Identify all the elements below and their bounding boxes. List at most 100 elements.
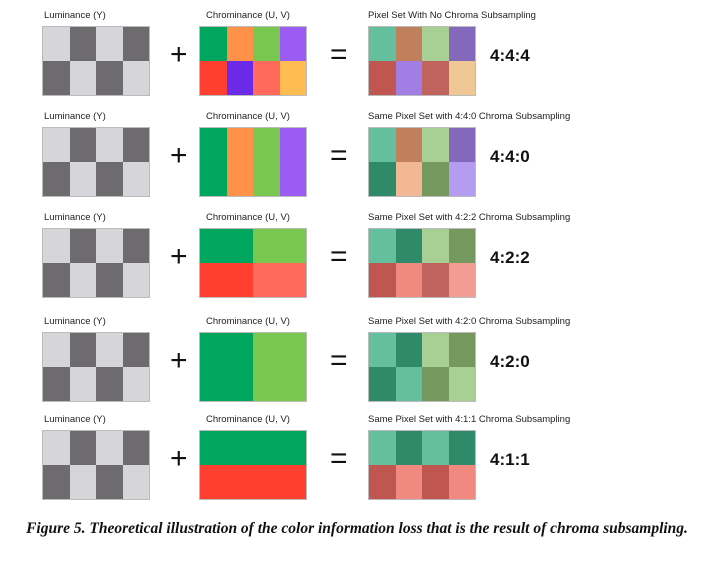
subsampling-ratio: 4:2:0 bbox=[490, 352, 530, 371]
luma-pixel bbox=[122, 128, 149, 162]
chroma-sample bbox=[200, 333, 253, 401]
result-pixel bbox=[369, 61, 396, 95]
luma-pixel bbox=[122, 465, 149, 499]
luminance-label: Luminance (Y) bbox=[44, 111, 106, 122]
luma-pixel bbox=[69, 229, 96, 263]
luma-pixel bbox=[43, 229, 70, 263]
subsampling-row-444: Luminance (Y)Chrominance (U, V)Pixel Set… bbox=[0, 10, 704, 105]
chrominance-grid bbox=[199, 26, 307, 96]
chroma-sample bbox=[226, 61, 253, 95]
result-pixel bbox=[448, 128, 475, 162]
chroma-sample bbox=[279, 61, 306, 95]
chrominance-label: Chrominance (U, V) bbox=[206, 111, 290, 122]
result-pixel bbox=[395, 162, 422, 196]
luma-pixel bbox=[43, 367, 70, 401]
result-pixel bbox=[422, 27, 449, 61]
chroma-sample bbox=[200, 229, 253, 263]
chrominance-grid bbox=[199, 430, 307, 500]
luma-pixel bbox=[96, 465, 123, 499]
result-grid bbox=[368, 228, 476, 298]
chrominance-grid bbox=[199, 228, 307, 298]
luma-pixel bbox=[96, 162, 123, 196]
chrominance-label: Chrominance (U, V) bbox=[206, 414, 290, 425]
result-pixel bbox=[369, 431, 396, 465]
result-pixel bbox=[422, 61, 449, 95]
luma-pixel bbox=[69, 465, 96, 499]
luma-pixel bbox=[96, 61, 123, 95]
plus-sign: + bbox=[170, 344, 188, 377]
chroma-sample bbox=[279, 128, 306, 196]
result-grid bbox=[368, 430, 476, 500]
luma-pixel bbox=[43, 128, 70, 162]
luminance-label: Luminance (Y) bbox=[44, 10, 106, 21]
plus-sign: + bbox=[170, 38, 188, 71]
result-pixel bbox=[395, 465, 422, 499]
plus-sign: + bbox=[170, 139, 188, 172]
luma-pixel bbox=[69, 61, 96, 95]
result-pixel bbox=[395, 61, 422, 95]
luminance-label: Luminance (Y) bbox=[44, 414, 106, 425]
result-label: Same Pixel Set with 4:2:0 Chroma Subsamp… bbox=[368, 316, 571, 327]
luma-pixel bbox=[43, 465, 70, 499]
subsampling-ratio: 4:4:4 bbox=[490, 46, 530, 65]
luma-pixel bbox=[69, 27, 96, 61]
plus-sign: + bbox=[170, 240, 188, 273]
result-label: Same Pixel Set with 4:2:2 Chroma Subsamp… bbox=[368, 212, 571, 223]
luma-pixel bbox=[43, 263, 70, 297]
chroma-sample bbox=[200, 61, 227, 95]
chroma-sample bbox=[253, 333, 306, 401]
subsampling-ratio: 4:2:2 bbox=[490, 248, 530, 267]
result-grid bbox=[368, 127, 476, 197]
luma-pixel bbox=[43, 61, 70, 95]
chroma-sample bbox=[200, 128, 227, 196]
result-pixel bbox=[422, 263, 449, 297]
luma-pixel bbox=[43, 27, 70, 61]
result-pixel bbox=[369, 27, 396, 61]
result-pixel bbox=[395, 367, 422, 401]
result-pixel bbox=[369, 162, 396, 196]
result-pixel bbox=[395, 431, 422, 465]
result-label: Pixel Set With No Chroma Subsampling bbox=[368, 10, 536, 21]
luma-pixel bbox=[122, 27, 149, 61]
chroma-sample bbox=[253, 263, 306, 297]
result-pixel bbox=[422, 333, 449, 367]
equals-sign: = bbox=[330, 38, 348, 71]
luma-pixel bbox=[96, 263, 123, 297]
luma-pixel bbox=[122, 431, 149, 465]
subsampling-row-440: Luminance (Y)Chrominance (U, V)Same Pixe… bbox=[0, 111, 704, 206]
result-pixel bbox=[369, 229, 396, 263]
result-pixel bbox=[395, 229, 422, 263]
result-pixel bbox=[448, 229, 475, 263]
luma-pixel bbox=[122, 162, 149, 196]
result-pixel bbox=[395, 263, 422, 297]
result-pixel bbox=[448, 162, 475, 196]
equals-sign: = bbox=[330, 344, 348, 377]
luma-pixel bbox=[96, 128, 123, 162]
chroma-sample bbox=[253, 128, 280, 196]
luminance-label: Luminance (Y) bbox=[44, 212, 106, 223]
result-grid bbox=[368, 26, 476, 96]
subsampling-row-420: Luminance (Y)Chrominance (U, V)Same Pixe… bbox=[0, 316, 704, 411]
result-pixel bbox=[395, 333, 422, 367]
luma-pixel bbox=[96, 27, 123, 61]
plus-sign: + bbox=[170, 442, 188, 475]
result-pixel bbox=[448, 431, 475, 465]
chroma-sample bbox=[200, 263, 253, 297]
luma-pixel bbox=[122, 61, 149, 95]
chrominance-grid bbox=[199, 332, 307, 402]
chroma-sample bbox=[200, 431, 306, 465]
equals-sign: = bbox=[330, 139, 348, 172]
luma-pixel bbox=[43, 162, 70, 196]
figure-caption: Figure 5. Theoretical illustration of th… bbox=[26, 520, 688, 537]
result-pixel bbox=[369, 367, 396, 401]
result-pixel bbox=[369, 333, 396, 367]
chroma-sample bbox=[226, 27, 253, 61]
result-pixel bbox=[422, 128, 449, 162]
result-grid bbox=[368, 332, 476, 402]
chroma-sample bbox=[253, 229, 306, 263]
luma-pixel bbox=[43, 333, 70, 367]
result-pixel bbox=[422, 465, 449, 499]
luminance-label: Luminance (Y) bbox=[44, 316, 106, 327]
chroma-sample bbox=[226, 128, 253, 196]
result-label: Same Pixel Set with 4:1:1 Chroma Subsamp… bbox=[368, 414, 571, 425]
